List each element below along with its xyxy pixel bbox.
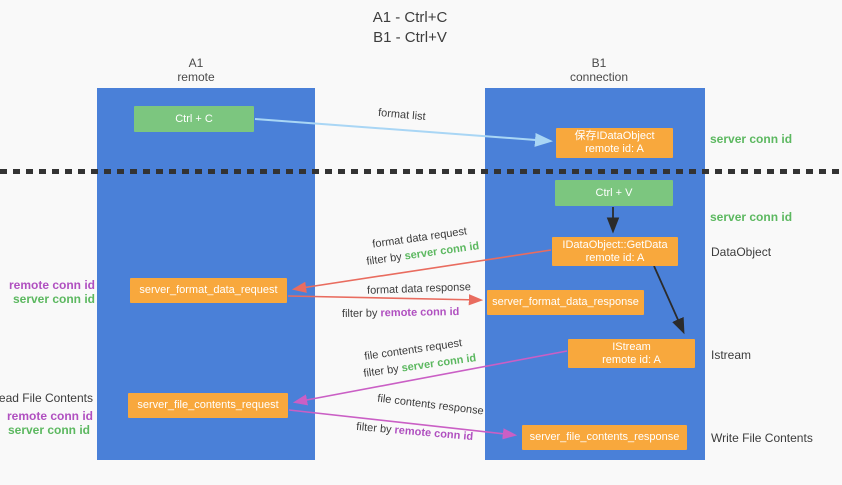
- node-file-response-label: server_file_contents_response: [529, 431, 680, 443]
- node-ctrl-c-label: Ctrl + C: [175, 112, 213, 125]
- filter-by-text: filter by: [355, 420, 393, 436]
- session-divider: [0, 169, 842, 174]
- title-line-2: B1 - Ctrl+V: [373, 29, 447, 46]
- node-getdata-line1: IDataObject::GetData: [562, 238, 668, 251]
- column-header-b1: B1 connection: [490, 56, 708, 84]
- filter-by-text: filter by: [362, 363, 400, 380]
- node-server-format-data-response: server_format_data_response: [487, 290, 644, 315]
- title-line-1: A1 - Ctrl+C: [372, 9, 448, 26]
- node-getdata-line2: remote id: A: [585, 251, 645, 264]
- node-istream-line2: remote id: A: [602, 353, 661, 366]
- node-format-request-label: server_format_data_request: [139, 284, 278, 296]
- side-label-server-conn-id-top: server conn id: [710, 132, 793, 146]
- column-b1-name: B1: [591, 56, 607, 70]
- side-label-server-conn-id-2: server conn id: [7, 423, 90, 437]
- side-label-remote-conn-id-2: remote conn id: [6, 409, 93, 423]
- remote-conn-id-text: remote conn id: [394, 424, 474, 444]
- side-label-server-conn-id-1: server conn id: [12, 292, 95, 306]
- filter-by-text: filter by: [341, 307, 378, 321]
- filter-by-text: filter by: [365, 251, 403, 268]
- side-label-remote-conn-id-1: remote conn id: [8, 278, 95, 292]
- edge-label-file-contents-response: file contents response: [376, 392, 485, 418]
- node-file-request-label: server_file_contents_request: [137, 399, 279, 411]
- side-label-write-file-contents: Write File Contents: [711, 431, 813, 445]
- node-idataobject-getdata: IDataObject::GetData remote id: A: [552, 237, 678, 266]
- arrow-format-data-response: [287, 294, 484, 306]
- edge-label-format-data-response: format data response: [366, 281, 472, 297]
- node-ctrl-v-label: Ctrl + V: [595, 186, 633, 199]
- node-save-dataobject: 保存IDataObject remote id: A: [556, 128, 673, 158]
- node-ctrl-v: Ctrl + V: [555, 180, 673, 206]
- node-server-file-contents-request: server_file_contents_request: [128, 393, 288, 418]
- side-label-server-conn-id-mid: server conn id: [710, 210, 793, 224]
- node-save-dataobject-line1: 保存IDataObject: [574, 130, 655, 142]
- side-label-istream: Istream: [711, 348, 752, 362]
- side-label-dataobject: DataObject: [711, 245, 772, 259]
- node-save-dataobject-line2: remote id: A: [585, 143, 644, 155]
- node-server-format-data-request: server_format_data_request: [130, 278, 287, 303]
- column-a1-subtitle: remote: [177, 70, 215, 84]
- column-b1-subtitle: connection: [569, 70, 629, 84]
- side-label-read-file-contents: Read File Contents: [0, 391, 93, 405]
- node-istream: IStream remote id: A: [568, 339, 695, 368]
- node-format-response-label: server_format_data_response: [492, 296, 639, 308]
- node-ctrl-c: Ctrl + C: [134, 106, 254, 132]
- remote-conn-id-text: remote conn id: [380, 305, 460, 320]
- column-header-a1: A1 remote: [87, 56, 305, 84]
- column-a1-name: A1: [188, 56, 204, 70]
- node-istream-line1: IStream: [612, 340, 651, 353]
- edge-label-format-list: format list: [377, 106, 427, 124]
- node-server-file-contents-response: server_file_contents_response: [522, 425, 687, 450]
- diagram-title: A1 - Ctrl+C B1 - Ctrl+V: [300, 8, 520, 48]
